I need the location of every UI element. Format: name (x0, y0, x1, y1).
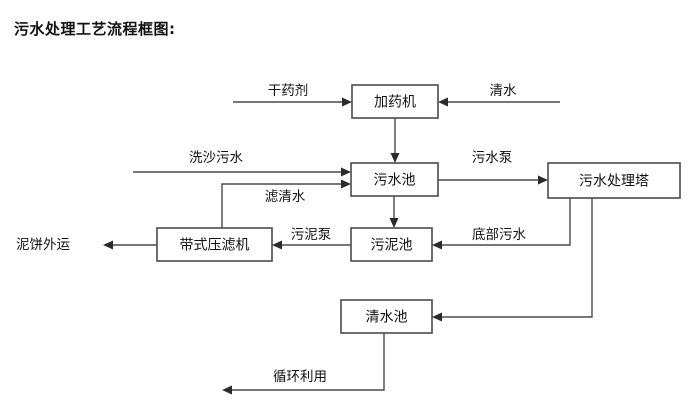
node-label: 污水池 (374, 173, 416, 189)
edge-line (439, 198, 571, 246)
edge-line (221, 183, 344, 228)
arrow-head-icon (272, 240, 282, 250)
node-dosing-machine[interactable]: 加药机 (351, 84, 439, 119)
edge-label-sludge-pump: 污泥泵 (291, 227, 332, 243)
node-label: 清水池 (366, 310, 408, 326)
arrow-head-icon (103, 240, 113, 250)
node-box[interactable] (350, 227, 433, 262)
edge-line (439, 198, 593, 318)
edge-line (229, 333, 385, 391)
edge-label-sand-washing-sewage: 洗沙污水 (189, 150, 243, 166)
arrow-head-icon (538, 175, 548, 185)
arrow-head-icon (438, 97, 448, 107)
edge-belt-filter-press-to-sewage-pool (221, 179, 351, 228)
edge-clean-water-to-dosing-machine (438, 97, 560, 107)
edge-label-filtered-clear-water: 滤清水 (265, 189, 306, 205)
arrow-head-icon (389, 218, 399, 228)
arrow-head-icon (432, 312, 442, 322)
edge-dry-chemical-to-dosing-machine (233, 97, 352, 107)
arrow-head-icon (342, 97, 352, 107)
arrow-head-icon (341, 179, 351, 189)
edge-label-sewage-pump: 污水泵 (472, 150, 513, 166)
node-sewage-pool[interactable]: 污水池 (350, 162, 439, 197)
node-label: 带式压滤机 (180, 238, 250, 254)
node-box[interactable] (350, 162, 439, 197)
edge-label-clean-water-in: 清水 (490, 83, 518, 99)
arrow-head-icon (222, 385, 232, 395)
node-label: 污水处理塔 (579, 174, 649, 190)
edge-label-dry-chemical: 干药剂 (268, 83, 309, 99)
edge-treatment-tower-to-clear-water-pool (432, 198, 593, 322)
edge-sand-washing-sewage-to-sewage-pool (133, 167, 351, 177)
node-clear-water-pool[interactable]: 清水池 (340, 299, 433, 334)
edge-label-bottom-sewage: 底部污水 (472, 227, 526, 243)
edge-clear-water-pool-recycling-output (222, 333, 385, 395)
node-sewage-treatment-tower[interactable]: 污水处理塔 (547, 162, 681, 199)
arrow-head-icon (432, 240, 442, 250)
edge-treatment-tower-to-sludge-pool (432, 198, 571, 250)
node-box[interactable] (156, 227, 273, 262)
edge-sewage-pool-to-sludge-pool (389, 196, 399, 228)
node-box[interactable] (351, 84, 439, 119)
edge-dosing-machine-to-sewage-pool (390, 118, 400, 163)
node-box[interactable] (547, 162, 681, 199)
terminal-label-mud-cake-transport: 泥饼外运 (16, 237, 70, 253)
arrow-head-icon (341, 167, 351, 177)
node-sludge-pool[interactable]: 污泥池 (350, 227, 433, 262)
edge-belt-filter-press-to-mud-cake-transport (103, 240, 157, 250)
node-label: 加药机 (374, 95, 416, 111)
node-label: 污泥池 (371, 238, 413, 254)
edge-label-recycling-use: 循环利用 (273, 369, 327, 385)
edge-sludge-pool-to-belt-filter-press (272, 240, 351, 250)
edge-sewage-pool-to-treatment-tower (438, 175, 548, 185)
node-box[interactable] (340, 299, 433, 334)
diagram-title: 污水处理工艺流程框图: (14, 20, 176, 38)
node-belt-filter-press[interactable]: 带式压滤机 (156, 227, 273, 262)
arrow-head-icon (390, 153, 400, 163)
